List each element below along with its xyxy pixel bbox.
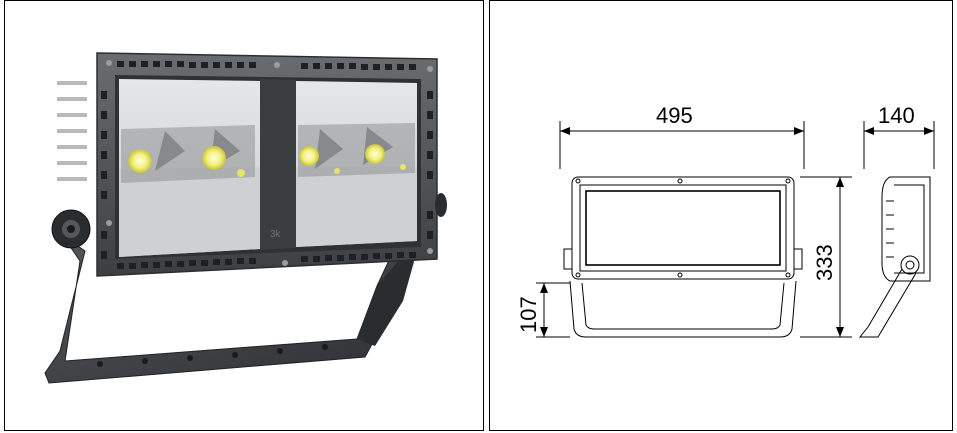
led-emitters bbox=[128, 144, 406, 177]
technical-drawing: 495 140 333 107 bbox=[516, 103, 935, 338]
pivot-knob-left bbox=[51, 209, 91, 249]
led-4 bbox=[365, 144, 385, 164]
width-dimension-label: 495 bbox=[656, 103, 693, 128]
pivot-knob-right bbox=[435, 193, 447, 217]
svg-text:3k: 3k bbox=[270, 229, 282, 240]
depth-dimension-label: 140 bbox=[878, 103, 915, 128]
led-1 bbox=[128, 149, 152, 173]
floodlight-body: 3k bbox=[96, 52, 438, 277]
mounting-bracket bbox=[44, 235, 417, 384]
heatsink-fins bbox=[57, 81, 87, 181]
product-photo-panel: 3k bbox=[4, 0, 484, 431]
bracket-dimension-label: 107 bbox=[516, 296, 541, 333]
side-view bbox=[858, 176, 931, 338]
dimension-drawing-panel: 495 140 333 107 bbox=[489, 0, 953, 431]
front-view-frame bbox=[571, 176, 795, 280]
led-2 bbox=[202, 146, 226, 170]
height-dimension-label: 333 bbox=[812, 244, 837, 281]
led-3 bbox=[299, 146, 319, 166]
floodlight-render: 3k bbox=[44, 52, 447, 384]
